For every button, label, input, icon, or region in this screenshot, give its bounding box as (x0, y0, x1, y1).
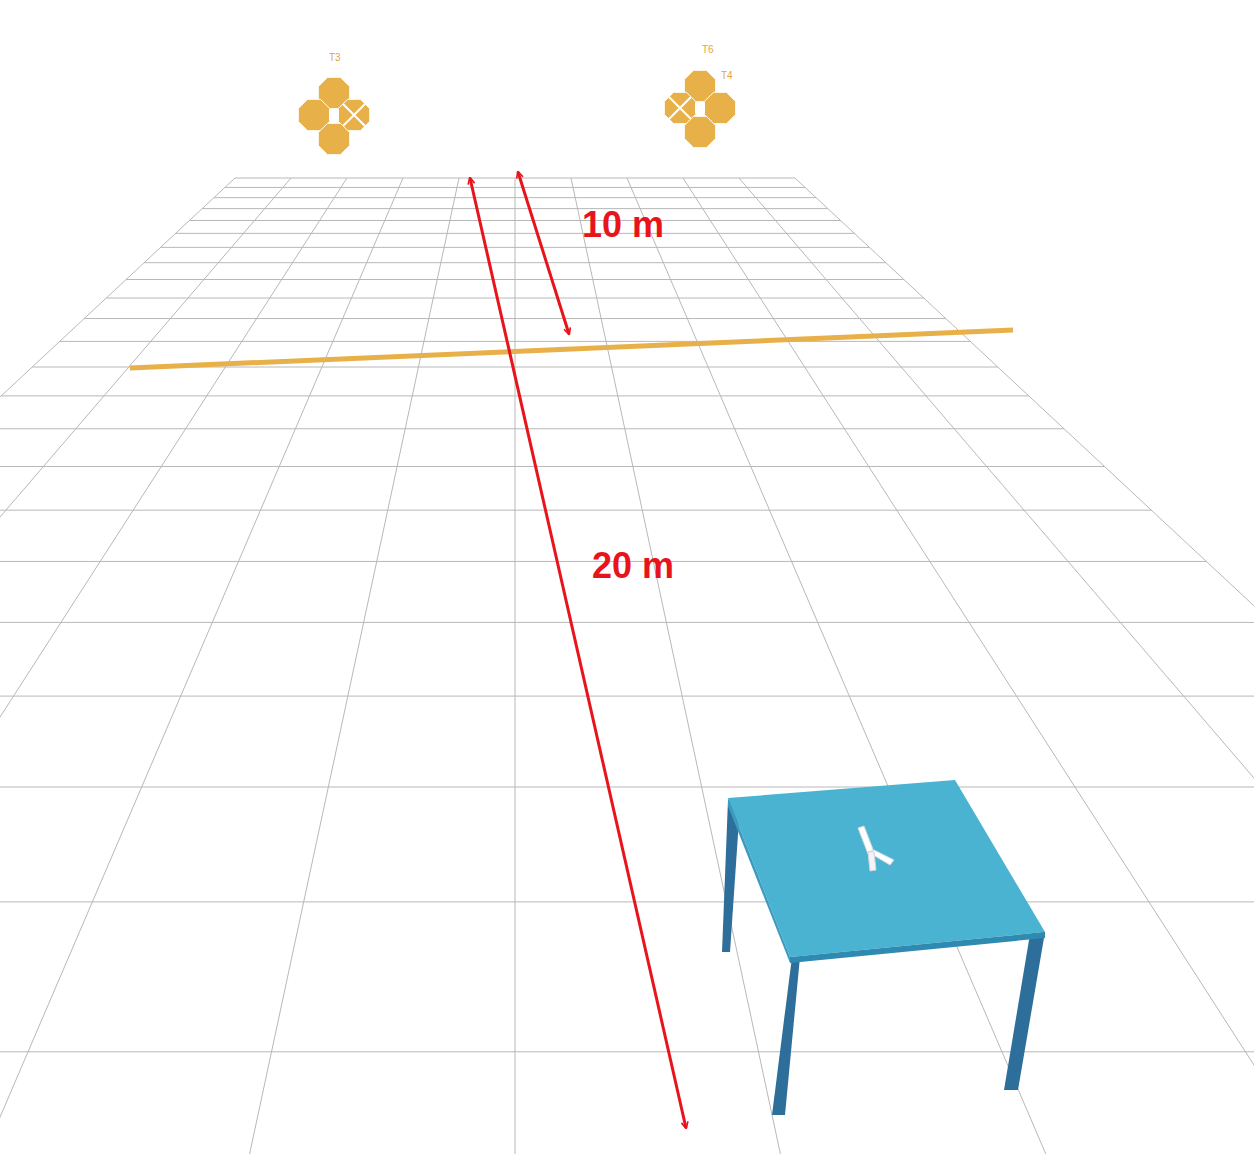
target-label: T4 (721, 71, 733, 81)
cross-mark (343, 104, 365, 126)
grid-line (0, 178, 347, 1154)
grid-line (571, 178, 780, 1154)
cross-mark (669, 97, 691, 119)
dimension-arrow (470, 178, 686, 1128)
grid-line (0, 696, 1254, 697)
grid-line (0, 178, 235, 1154)
grid-line (627, 178, 1046, 1154)
grid-line (795, 178, 1254, 1154)
grid-line (0, 428, 1064, 429)
grid-line (0, 178, 291, 1154)
floor-grid (0, 178, 1254, 1154)
dimension-arrow (518, 172, 569, 334)
grid-line (0, 510, 1151, 511)
center-square (329, 110, 339, 120)
grid-line (0, 1051, 1254, 1052)
grid-line (0, 466, 1104, 467)
small-object (858, 826, 894, 871)
yellow-line (130, 330, 1013, 368)
dimension-label: 10 m (582, 207, 664, 243)
target-label: T6 (702, 45, 714, 55)
target (684, 116, 715, 147)
grid-line (0, 787, 1254, 788)
grid-line (683, 178, 1254, 1154)
dimension-label: 20 m (592, 548, 674, 584)
center-square (695, 103, 705, 113)
grid-line (739, 178, 1254, 1154)
grid-line (0, 901, 1254, 902)
table (722, 780, 1045, 1115)
target-label: T3 (329, 53, 341, 63)
grid-line (515, 178, 516, 1154)
target-cluster (298, 77, 369, 154)
target (318, 123, 349, 154)
grid-line (250, 178, 459, 1154)
target-cluster (664, 70, 735, 147)
grid-line (0, 178, 403, 1154)
grid-line (0, 622, 1254, 623)
